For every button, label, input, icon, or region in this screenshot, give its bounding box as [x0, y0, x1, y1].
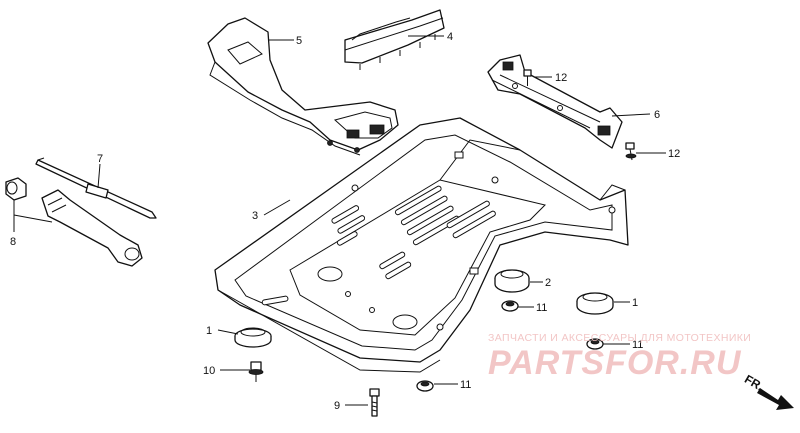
nut-11a-icon — [501, 300, 519, 312]
grommet-1b-icon — [576, 292, 614, 315]
part-12-bolts — [523, 69, 637, 161]
callout-1b: 1 — [632, 297, 638, 309]
callout-1a: 1 — [206, 325, 212, 337]
part-2-grommet-icon — [494, 269, 530, 293]
callout-3: 3 — [252, 210, 258, 222]
callout-11a: 11 — [536, 302, 547, 314]
part-5-cover — [207, 17, 399, 156]
callout-12b: 12 — [668, 148, 680, 160]
callout-10: 10 — [203, 365, 215, 377]
callout-7: 7 — [97, 153, 103, 165]
watermark-tagline: ЗАПЧАСТИ И АКСЕССУАРЫ ДЛЯ МОТОТЕХНИКИ — [488, 332, 751, 344]
part-4-rail — [344, 9, 445, 70]
callout-12a: 12 — [555, 72, 567, 84]
part-1-grommets — [234, 292, 614, 348]
callout-labels: 5 4 12 6 12 7 3 8 2 11 1 1 11 10 11 9 — [10, 31, 680, 412]
watermark: ЗАПЧАСТИ И АКСЕССУАРЫ ДЛЯ МОТОТЕХНИКИ PA… — [488, 332, 751, 382]
tray-slots — [261, 185, 496, 306]
part-8-socket-wrench — [5, 177, 143, 267]
front-arrow-icon — [757, 388, 794, 410]
part-7-screwdriver — [35, 157, 157, 219]
callout-5: 5 — [296, 35, 302, 47]
bolt-12b-icon — [625, 142, 637, 161]
front-direction-indicator: FR. — [742, 372, 794, 410]
part-11-nuts — [416, 300, 604, 392]
watermark-logo: PARTSFOR.RU — [488, 344, 742, 382]
callout-11c: 11 — [460, 379, 471, 391]
nut-11b-icon — [586, 338, 604, 350]
tray-holes — [317, 151, 616, 331]
grommet-1a-icon — [234, 327, 272, 348]
nut-11c-icon — [416, 380, 434, 392]
part-10-bolt-icon — [248, 361, 264, 382]
callout-9: 9 — [334, 400, 340, 412]
part-3-tray — [214, 117, 629, 373]
leader-lines — [13, 35, 666, 406]
callout-2: 2 — [545, 277, 551, 289]
callout-11b: 11 — [632, 339, 643, 351]
bolt-12a-icon — [523, 69, 532, 86]
part-6-bracket — [487, 54, 623, 149]
callout-8: 8 — [10, 236, 16, 248]
part-9-bolt-icon — [369, 388, 380, 417]
callout-4: 4 — [447, 31, 453, 43]
callout-6: 6 — [654, 109, 660, 121]
